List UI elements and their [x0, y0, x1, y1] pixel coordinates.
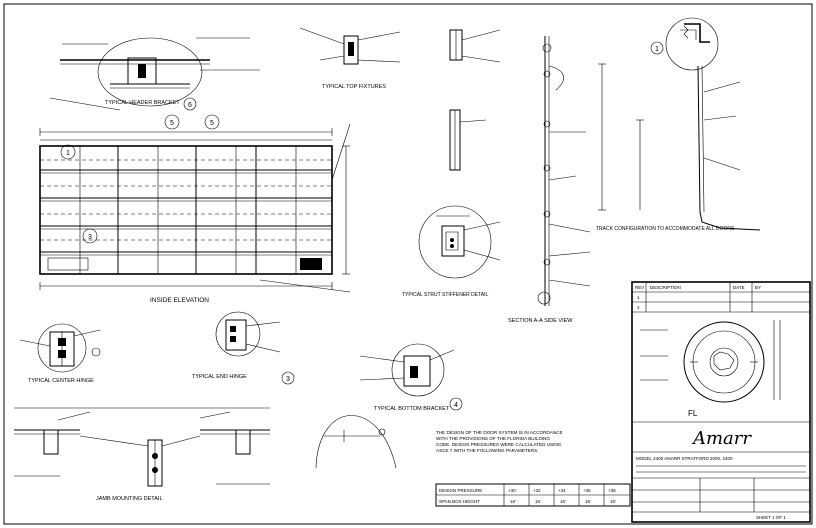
- rev-h3: BY: [755, 285, 761, 290]
- pt-r1-c1: 16': [510, 499, 516, 504]
- pt-r0-c0: DESIGN PRESSURE: [439, 488, 482, 493]
- rev-h1: DESCRIPTION: [650, 285, 681, 290]
- design-notes: THE DESIGN OF THE DOOR SYSTEM IS IN ACCO…: [436, 430, 564, 453]
- side-view: SECTION A-A SIDE VIEW: [508, 36, 591, 324]
- pt-r1-c3: 16': [560, 499, 566, 504]
- bottom-bracket-detail: 4 TYPICAL BOTTOM BRACKET: [359, 343, 463, 412]
- callout-1-track: 1: [655, 46, 659, 53]
- jamb-mounting-detail: JAMB MOUNTING DETAIL: [14, 407, 270, 502]
- pt-r0-c3: +34: [558, 488, 566, 493]
- pt-r1-c0: SPAN BOX HEIGHT: [439, 499, 480, 504]
- design-note-text: THE DESIGN OF THE DOOR SYSTEM IS IN ACCO…: [436, 430, 564, 453]
- pt-r1-c5: 16': [610, 499, 616, 504]
- inside-elevation: 1 5 5 3 INSIDE ELEVATION: [39, 114, 351, 304]
- callout-4: 4: [454, 402, 458, 409]
- title-block: REV DESCRIPTION DATE BY 1 2 FL Amarr MOD…: [631, 281, 811, 523]
- callout-3-hinge: 3: [286, 376, 290, 383]
- sheet-number: SHEET 1 OF 1: [756, 515, 786, 520]
- rev-h2: DATE: [733, 285, 745, 290]
- inside-elevation-title: INSIDE ELEVATION: [150, 297, 209, 304]
- pt-r0-c2: +32: [533, 488, 541, 493]
- rev-h0: REV: [635, 285, 644, 290]
- pt-r0-c1: +30: [508, 488, 516, 493]
- strut-detail-title: TYPICAL STRUT STIFFENER DETAIL: [402, 292, 489, 298]
- header-bracket-title: TYPICAL HEADER BRACKET: [105, 100, 180, 106]
- center-hinge-title: TYPICAL CENTER HINGE: [28, 378, 94, 384]
- header-bracket-detail: 6 TYPICAL HEADER BRACKET: [49, 37, 260, 111]
- callout-1: 1: [66, 150, 70, 157]
- bottom-bracket-title: TYPICAL BOTTOM BRACKET: [374, 406, 450, 412]
- top-fixtures-detail: TYPICAL TOP FIXTURES: [299, 27, 401, 90]
- rev-r0-c0: 1: [637, 295, 640, 300]
- callout-6: 6: [188, 102, 192, 109]
- callout-5b: 5: [210, 120, 214, 127]
- pt-r0-c4: +36: [583, 488, 591, 493]
- callout-5: 5: [170, 120, 174, 127]
- pressure-table: DESIGN PRESSURE +30 +32 +34 +36 +38 SPAN…: [435, 483, 631, 507]
- jamb-detail-title: JAMB MOUNTING DETAIL: [96, 496, 163, 502]
- track-configuration: 1 TRACK CONFIGURATION TO ACCOMMODATE ALL…: [596, 17, 761, 232]
- side-view-title: SECTION A-A SIDE VIEW: [508, 318, 573, 324]
- pt-r1-c4: 16': [585, 499, 591, 504]
- state-label: FL: [688, 409, 698, 418]
- rev-r1-c0: 2: [637, 305, 640, 310]
- amarr-logo: Amarr: [691, 428, 752, 449]
- model-text: MODEL 2400 AMARR STRATFORD 2000, 2400: [636, 456, 733, 461]
- callout-3: 3: [88, 234, 92, 241]
- strut-stiffener-detail: TYPICAL STRUT STIFFENER DETAIL: [402, 205, 501, 298]
- center-hinge-detail: TYPICAL CENTER HINGE: [19, 323, 101, 384]
- top-fixtures-title: TYPICAL TOP FIXTURES: [322, 84, 386, 90]
- pt-r1-c2: 16': [535, 499, 541, 504]
- end-hinge-title: TYPICAL END HINGE: [192, 374, 247, 380]
- pt-r0-c5: +38: [608, 488, 616, 493]
- fixture-brackets: [449, 29, 501, 171]
- track-config-title: TRACK CONFIGURATION TO ACCOMMODATE ALL D…: [596, 226, 735, 232]
- end-hinge-detail: 3 TYPICAL END HINGE: [192, 311, 295, 385]
- section-arc: [315, 415, 397, 469]
- sheet-border: [3, 3, 813, 525]
